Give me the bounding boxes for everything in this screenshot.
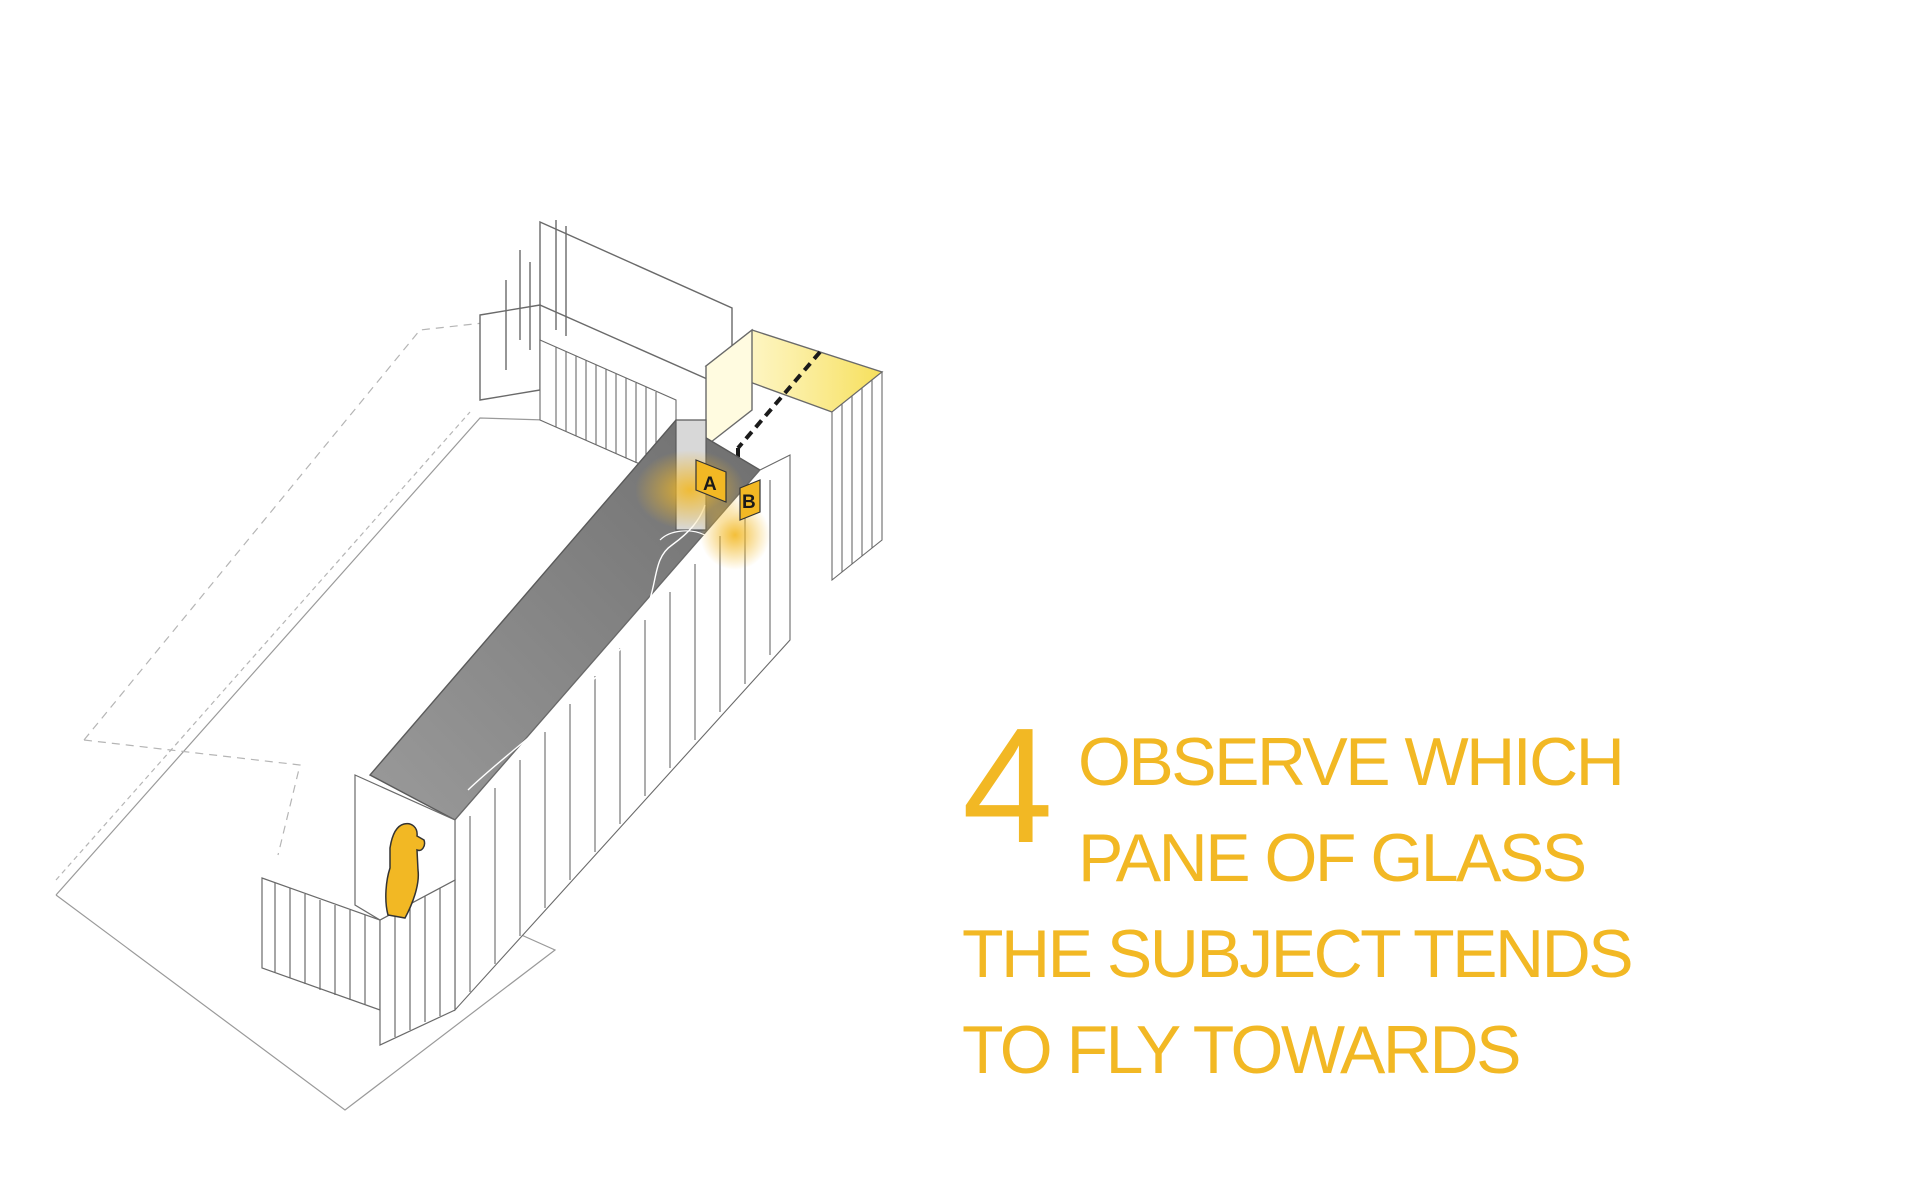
step-callout: 4 OBSERVE WHICH PANE OF GLASS THE SUBJEC…: [962, 704, 1862, 1092]
callout-line-4: TO FLY TOWARDS: [962, 1012, 1521, 1088]
glow-pane-b: [700, 500, 770, 570]
dashed-outline: [83, 321, 493, 856]
callout-line-1: OBSERVE WHICH: [1078, 724, 1625, 800]
ribbed-wall-right: [831, 370, 883, 582]
entrance-module: [261, 774, 456, 1046]
flight-path: [467, 504, 706, 791]
observer-figure: [385, 822, 426, 919]
step-number: 4: [962, 694, 1053, 877]
callout-line-3: THE SUBJECT TENDS: [962, 916, 1634, 992]
pane-label-b: B: [739, 479, 761, 521]
back-module: [479, 220, 733, 401]
pane-label-b-text: B: [742, 492, 756, 513]
pane-label-a: A: [695, 459, 727, 503]
callout-line-2: PANE OF GLASS: [1078, 820, 1587, 896]
pane-label-a-text: A: [703, 474, 717, 495]
ribbed-wall-upper: [539, 339, 677, 481]
dashed-divider-top: [736, 350, 822, 450]
highlight-chamber: [704, 328, 884, 532]
